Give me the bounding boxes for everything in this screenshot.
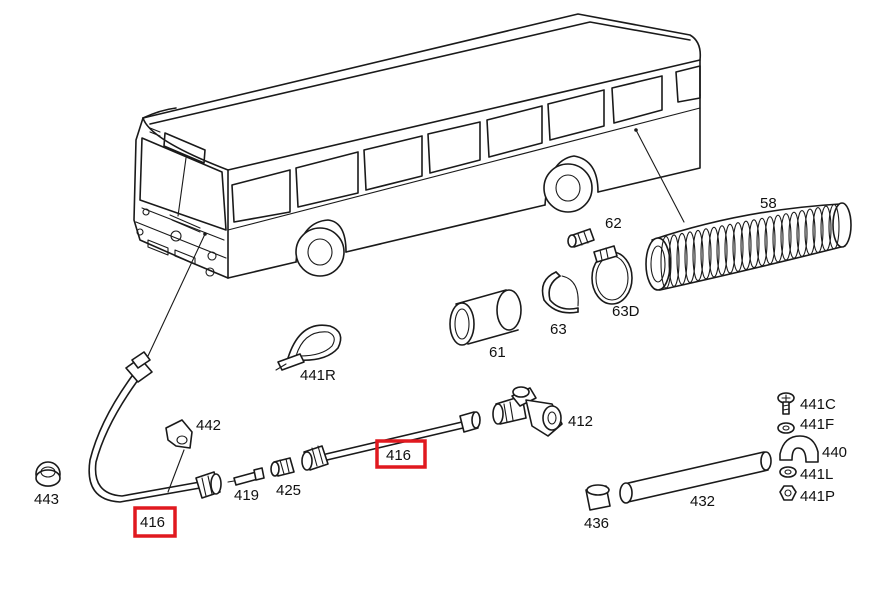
label-63: 63 (550, 321, 567, 338)
hose-rib (668, 234, 680, 287)
label-441F: 441F (800, 416, 834, 433)
label-63D: 63D (612, 303, 640, 320)
label-416-bottom: 416 (140, 514, 165, 531)
highlight-box-416-top (375, 439, 427, 469)
part-63-band (541, 271, 579, 314)
hose-rib (772, 214, 784, 263)
label-441C: 441C (800, 396, 836, 413)
label-432: 432 (690, 493, 715, 510)
hose-rib (780, 213, 792, 261)
hose-rib (804, 208, 816, 256)
hose-rib (732, 222, 744, 272)
hose-rib (660, 235, 672, 289)
part-441L-washer (779, 466, 797, 478)
part-443-grommet (35, 461, 61, 487)
highlight-box-416-bottom (133, 506, 177, 538)
part-441F-washer (777, 422, 795, 434)
hose-rib (764, 216, 776, 265)
part-440-holder (779, 435, 819, 463)
part-441P-nut (779, 485, 797, 501)
hose-rib (676, 232, 688, 285)
label-62: 62 (605, 215, 622, 232)
label-412: 412 (568, 413, 593, 430)
part-412-angle-fitting (492, 386, 563, 437)
part-62-fitting (567, 228, 595, 248)
hose-rib (812, 207, 824, 254)
hose-rib (756, 217, 768, 267)
part-58-hose (645, 202, 852, 291)
label-440: 440 (822, 444, 847, 461)
part-63D-clamp (591, 245, 633, 305)
label-443: 443 (34, 491, 59, 508)
part-61-sleeve (449, 289, 522, 346)
label-441R: 441R (300, 367, 336, 384)
hose-rib (748, 219, 760, 269)
hose-rib (700, 228, 712, 280)
bus-illustration (133, 13, 702, 279)
leader-line-front (147, 233, 206, 357)
label-441L: 441L (800, 466, 833, 483)
hose-rib (788, 211, 800, 259)
hose-rib (820, 205, 832, 252)
hose-rib (708, 226, 720, 278)
label-416-top: 416 (386, 447, 411, 464)
hose-rib (796, 210, 808, 257)
label-58: 58 (760, 195, 777, 212)
label-61: 61 (489, 344, 506, 361)
part-425-nipple (270, 457, 295, 477)
part-441R-cable-tie (275, 324, 342, 371)
label-436: 436 (584, 515, 609, 532)
hose-rib (724, 223, 736, 274)
part-442-clip (165, 419, 193, 493)
hose-rib (716, 225, 728, 276)
label-442: 442 (196, 417, 221, 434)
part-416-lower-cable (88, 351, 222, 503)
part-436-cap (585, 484, 611, 511)
label-425: 425 (276, 482, 301, 499)
hose-rib (684, 231, 696, 284)
hose-rib (828, 203, 840, 250)
part-416-upper-cable (301, 411, 481, 471)
part-419-pin (227, 467, 265, 486)
label-441P: 441P (800, 488, 835, 505)
leader-line-rear (635, 129, 685, 223)
hose-rib (692, 229, 704, 282)
label-419: 419 (234, 487, 259, 504)
part-441C-screw (777, 392, 795, 415)
part-432-tube (619, 451, 772, 504)
hose-rib (740, 220, 752, 270)
